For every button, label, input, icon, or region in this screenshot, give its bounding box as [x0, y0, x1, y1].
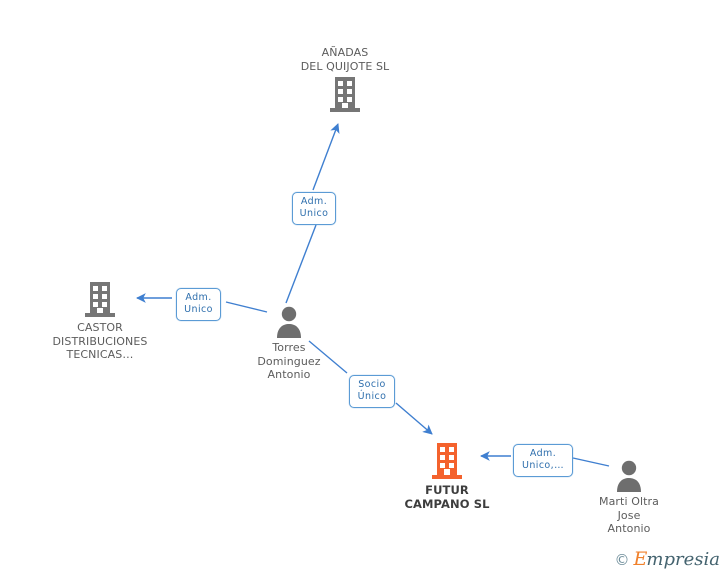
- copyright-icon: ©: [614, 551, 630, 569]
- brand-name: mpresia: [646, 549, 720, 570]
- node-label: Torres Dominguez Antonio: [257, 341, 321, 381]
- edge-torres-castor: [136, 293, 268, 313]
- edge-label-torres-futur[interactable]: Socio Único: [349, 375, 395, 408]
- company-building-icon: [85, 282, 115, 317]
- node-castor-distribuciones-tecnicas[interactable]: CASTOR DISTRIBUCIONES TECNICAS…: [20, 282, 180, 362]
- empresia-watermark: © E mpresia: [614, 548, 720, 570]
- node-anadas-del-quijote-sl[interactable]: AÑADAS DEL QUIJOTE SL: [265, 46, 425, 113]
- edge-torres-anadas: [285, 123, 340, 304]
- node-label: FUTUR CAMPANO SL: [404, 483, 490, 511]
- node-marti-oltra-jose-antonio[interactable]: Marti Oltra Jose Antonio: [549, 460, 709, 536]
- person-icon: [277, 306, 301, 338]
- node-label: AÑADAS DEL QUIJOTE SL: [300, 46, 390, 73]
- node-label: CASTOR DISTRIBUCIONES TECNICAS…: [52, 321, 148, 361]
- brand-initial: E: [633, 548, 648, 570]
- company-building-icon: [432, 443, 462, 479]
- person-icon: [617, 460, 641, 492]
- edge-label-torres-castor[interactable]: Adm. Unico: [176, 288, 221, 321]
- node-torres-dominguez-antonio[interactable]: Torres Dominguez Antonio: [209, 306, 369, 382]
- node-label: Marti Oltra Jose Antonio: [598, 495, 659, 535]
- edge-label-torres-anadas[interactable]: Adm. Unico: [292, 192, 336, 225]
- edge-torres-futur: [308, 340, 433, 435]
- node-futur-campano-sl[interactable]: FUTUR CAMPANO SL: [367, 443, 527, 511]
- edge-label-marti-futur[interactable]: Adm. Unico,…: [513, 444, 573, 477]
- edge-marti-futur: [480, 451, 610, 467]
- company-building-icon: [330, 77, 360, 112]
